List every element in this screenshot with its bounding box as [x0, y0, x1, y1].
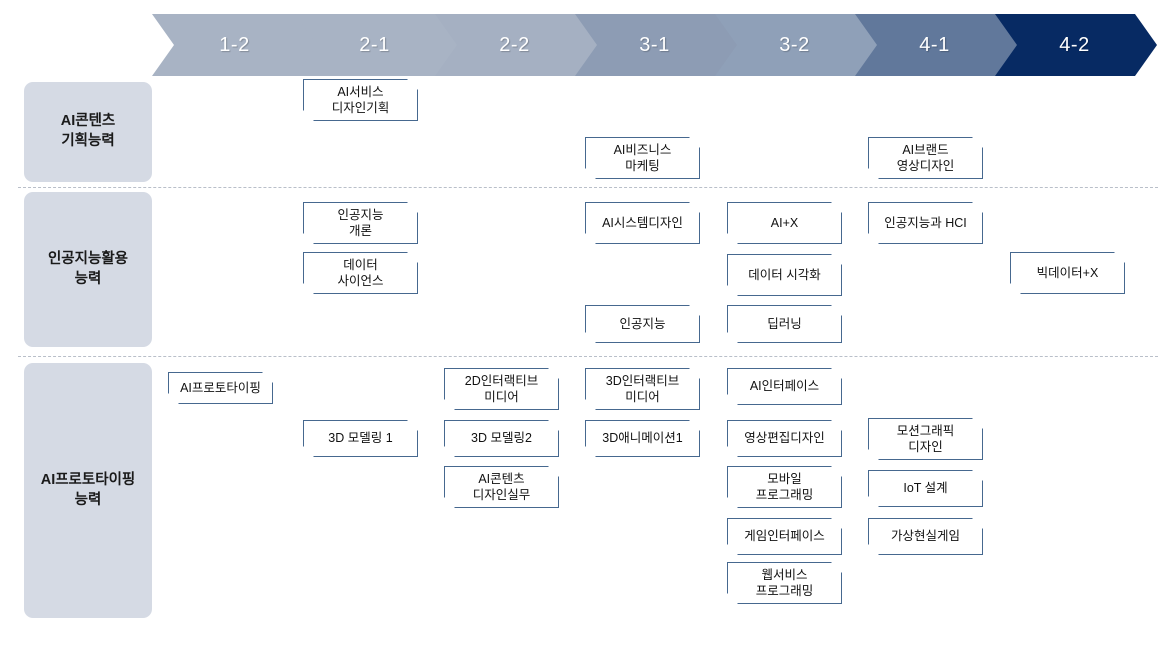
course-box[interactable]: 인공지능 — [585, 305, 700, 343]
course-box[interactable]: 빅데이터+X — [1010, 252, 1125, 294]
row-divider — [18, 356, 1158, 357]
semester-chevron-label: 4-2 — [1059, 33, 1090, 56]
course-label: 웹서비스 프로그래밍 — [755, 567, 814, 598]
competency-category-block: 인공지능활용 능력 — [24, 192, 152, 347]
course-box[interactable]: 인공지능과 HCI — [868, 202, 983, 244]
course-label: 3D 모델링2 — [471, 431, 532, 446]
semester-chevron-4-1[interactable]: 4-1 — [852, 14, 1017, 76]
row-divider — [18, 187, 1158, 188]
semester-chevron-label: 2-1 — [359, 33, 390, 56]
course-box[interactable]: AI+X — [727, 202, 842, 244]
course-box[interactable]: AI브랜드 영상디자인 — [868, 137, 983, 179]
course-box[interactable]: 3D 모델링2 — [444, 420, 559, 457]
course-box[interactable]: 3D애니메이션1 — [585, 420, 700, 457]
course-box[interactable]: 딥러닝 — [727, 305, 842, 343]
course-label: IoT 설계 — [903, 481, 948, 496]
course-label: AI콘텐츠 디자인실무 — [472, 471, 531, 502]
course-label: AI인터페이스 — [749, 379, 820, 394]
course-label: 인공지능 — [619, 316, 666, 331]
competency-category-block: AI콘텐츠 기획능력 — [24, 82, 152, 182]
semester-chevron-label: 4-1 — [919, 33, 950, 56]
course-label: 게임인터페이스 — [744, 529, 825, 544]
course-label: AI프로토타이핑 — [180, 380, 261, 395]
course-box[interactable]: 모바일 프로그래밍 — [727, 466, 842, 508]
course-box[interactable]: IoT 설계 — [868, 470, 983, 507]
course-box[interactable]: AI프로토타이핑 — [168, 372, 273, 404]
course-label: 데이터 시각화 — [748, 267, 821, 282]
course-label: AI서비스 디자인기획 — [331, 84, 390, 115]
course-label: 영상편집디자인 — [744, 431, 825, 446]
semester-chevron-1-2[interactable]: 1-2 — [152, 14, 317, 76]
course-box[interactable]: 데이터 시각화 — [727, 254, 842, 296]
course-label: 모션그래픽 디자인 — [896, 423, 955, 454]
semester-chevron-label: 3-1 — [639, 33, 670, 56]
course-box[interactable]: AI시스템디자인 — [585, 202, 700, 244]
course-box[interactable]: 3D인터랙티브 미디어 — [585, 368, 700, 410]
semester-chevron-2-2[interactable]: 2-2 — [432, 14, 597, 76]
course-label: 빅데이터+X — [1036, 265, 1099, 280]
course-label: 딥러닝 — [767, 316, 802, 331]
course-box[interactable]: 인공지능 개론 — [303, 202, 418, 244]
course-box[interactable]: 데이터 사이언스 — [303, 252, 418, 294]
course-label: 모바일 프로그래밍 — [755, 471, 814, 502]
course-box[interactable]: AI인터페이스 — [727, 368, 842, 405]
course-label: 인공지능과 HCI — [884, 215, 967, 230]
course-label: 3D애니메이션1 — [602, 431, 683, 446]
course-box[interactable]: AI비즈니스 마케팅 — [585, 137, 700, 179]
course-label: AI브랜드 영상디자인 — [896, 142, 955, 173]
semester-chevron-4-2[interactable]: 4-2 — [992, 14, 1157, 76]
course-label: 3D 모델링 1 — [328, 431, 393, 446]
course-label: 3D인터랙티브 미디어 — [605, 373, 680, 404]
course-label: 인공지능 개론 — [337, 207, 384, 238]
course-label: AI비즈니스 마케팅 — [613, 142, 672, 173]
semester-chevron-label: 1-2 — [219, 33, 250, 56]
course-label: 데이터 사이언스 — [337, 257, 384, 288]
course-label: AI시스템디자인 — [602, 215, 683, 230]
semester-chevron-label: 2-2 — [499, 33, 530, 56]
course-box[interactable]: AI서비스 디자인기획 — [303, 79, 418, 121]
course-box[interactable]: 3D 모델링 1 — [303, 420, 418, 457]
course-label: 2D인터랙티브 미디어 — [464, 373, 539, 404]
competency-category-label: AI프로토타이핑 능력 — [40, 471, 136, 508]
course-box[interactable]: 2D인터랙티브 미디어 — [444, 368, 559, 410]
semester-timeline-header: 1-2 2-1 2-2 3-1 3-2 4-1 4-2 — [152, 14, 1157, 76]
semester-chevron-2-1[interactable]: 2-1 — [292, 14, 457, 76]
semester-chevron-3-2[interactable]: 3-2 — [712, 14, 877, 76]
competency-category-label: 인공지능활용 능력 — [47, 250, 129, 287]
course-box[interactable]: 모션그래픽 디자인 — [868, 418, 983, 460]
course-label: AI+X — [770, 215, 799, 230]
semester-chevron-3-1[interactable]: 3-1 — [572, 14, 737, 76]
course-box[interactable]: 게임인터페이스 — [727, 518, 842, 555]
competency-category-label: AI콘텐츠 기획능력 — [60, 113, 116, 149]
course-box[interactable]: 웹서비스 프로그래밍 — [727, 562, 842, 604]
course-box[interactable]: 영상편집디자인 — [727, 420, 842, 457]
course-box[interactable]: 가상현실게임 — [868, 518, 983, 555]
course-label: 가상현실게임 — [890, 529, 960, 544]
course-box[interactable]: AI콘텐츠 디자인실무 — [444, 466, 559, 508]
semester-chevron-label: 3-2 — [779, 33, 810, 56]
competency-category-block: AI프로토타이핑 능력 — [24, 363, 152, 618]
